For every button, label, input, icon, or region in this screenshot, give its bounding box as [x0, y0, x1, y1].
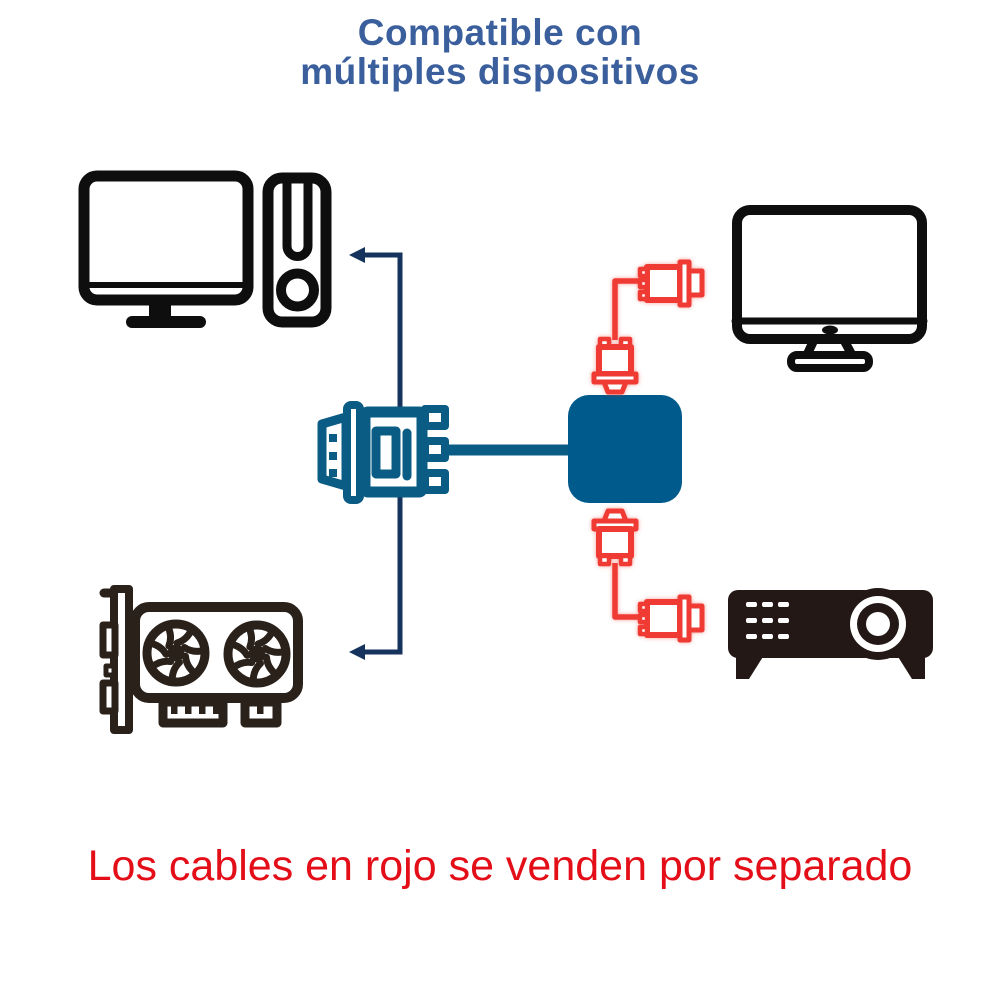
projector-icon: [728, 588, 933, 679]
graphics-card-icon: [99, 585, 303, 734]
title-line-1: Compatible con: [357, 12, 643, 53]
red-vga-cable-to-projector-icon: [591, 508, 705, 643]
arrow-to-graphics-card-icon: [349, 450, 403, 660]
arrow-to-desktop-pc-icon: [349, 247, 403, 450]
imac-monitor-icon: [731, 205, 928, 372]
red-vga-cable-to-monitor-icon: [591, 259, 705, 395]
adapter-box-icon: [568, 395, 682, 503]
caption-red-cables: Los cables en rojo se venden por separad…: [87, 842, 913, 890]
desktop-pc-icon: [78, 170, 332, 328]
vga-connector-icon: [317, 401, 449, 504]
title-line-2: múltiples dispositivos: [300, 51, 700, 92]
page-title: Compatible con múltiples dispositivos: [0, 13, 1000, 91]
